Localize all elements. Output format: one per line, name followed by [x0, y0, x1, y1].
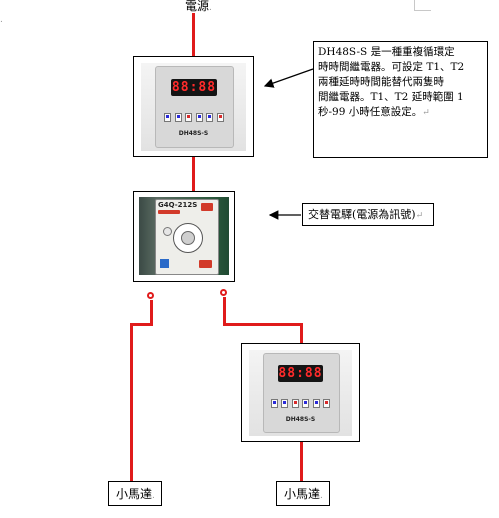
motor-text: 小馬達	[284, 487, 321, 501]
alternating-relay-tag	[158, 210, 180, 214]
alternating-relay-photo: G4Q-212S	[139, 197, 229, 275]
alternating-relay-model: G4Q-212S	[158, 201, 198, 209]
paragraph-mark: ↵	[415, 211, 424, 221]
alternating-relay-badge	[160, 259, 169, 268]
motor-label-left: 小馬達.	[108, 481, 162, 506]
dip-switch	[291, 399, 299, 408]
dip-switch	[322, 399, 330, 408]
dip-switch	[216, 113, 224, 122]
relay-model-label: DH48S-S	[285, 416, 316, 423]
alternating-relay-tag	[201, 203, 213, 211]
wire-relay-to-alternator	[192, 157, 195, 192]
dip-switch	[195, 113, 203, 122]
wire-relay-to-motor	[300, 442, 303, 482]
note-line: 間繼電器。T1、T2 延時範圍 1	[318, 91, 464, 103]
alternating-relay-note: 交替電驛(電源為訊號)↵	[302, 203, 434, 226]
paragraph-mark: .	[320, 491, 323, 501]
motor-label-right: 小馬達.	[276, 481, 330, 506]
relay-model-label: DH48S-S	[178, 130, 209, 137]
page-corner-mark	[414, 0, 431, 11]
terminal-left	[147, 292, 154, 299]
wire-left-horizontal	[130, 323, 153, 326]
relay-description-note: DH48S-S 是一種重複循環定 時時間繼電器。可設定 T1、T2 兩種延時時間…	[313, 41, 488, 158]
alternating-relay-box: G4Q-212S	[133, 191, 235, 282]
terminal-right	[220, 289, 227, 296]
note-line: 時時間繼電器。可設定 T1、T2	[318, 61, 465, 73]
relay-dip-switches	[271, 399, 330, 408]
motor-label-right-text-wrap: 小馬達.	[284, 486, 323, 504]
alternating-relay-tag	[199, 260, 212, 268]
dip-switch	[271, 399, 278, 408]
motor-label-left-text-wrap: 小馬達.	[116, 486, 155, 504]
relay-display: 88:88	[171, 79, 217, 96]
relay-photo-top: 88:88 DH48S-S	[141, 63, 246, 151]
note-line: 兩種延時時間能替代兩隻時	[318, 76, 444, 88]
relay-display: 88:88	[278, 365, 323, 382]
wire-left-to-motor	[130, 323, 133, 482]
power-label: 電源.	[185, 0, 212, 16]
stray-mark: .	[0, 15, 3, 25]
wire-terminal-right-down	[223, 297, 226, 325]
dip-switch	[281, 399, 289, 408]
paragraph-mark: .	[152, 491, 155, 501]
paragraph-mark: ↵	[422, 108, 430, 118]
relay-box-bottom: 88:88 DH48S-S	[241, 343, 360, 442]
dip-switch	[164, 113, 171, 122]
note-line: DH48S-S 是一種重複循環定	[318, 46, 455, 58]
dip-switch	[312, 399, 320, 408]
dip-switch	[185, 113, 193, 122]
note-line: 秒-99 小時任意設定。	[318, 106, 423, 118]
dip-switch	[174, 113, 182, 122]
motor-text: 小馬達	[116, 487, 153, 501]
alternating-relay-knob	[163, 227, 172, 236]
dip-switch	[206, 113, 214, 122]
relay-photo-bottom: 88:88 DH48S-S	[249, 350, 352, 436]
paragraph-mark: .	[209, 3, 212, 13]
wire-terminal-left-down	[150, 300, 153, 325]
wire-right-horizontal	[223, 323, 303, 326]
dip-switch	[302, 399, 310, 408]
alternating-relay-knob	[181, 231, 195, 245]
relay-box-top: 88:88 DH48S-S	[133, 56, 254, 157]
alternating-relay-note-text: 交替電驛(電源為訊號)	[308, 208, 416, 221]
wire-right-to-relay	[300, 323, 303, 344]
power-text: 電源	[185, 0, 210, 13]
relay-dip-switches	[164, 113, 224, 122]
wire-power-to-relay	[192, 13, 195, 57]
